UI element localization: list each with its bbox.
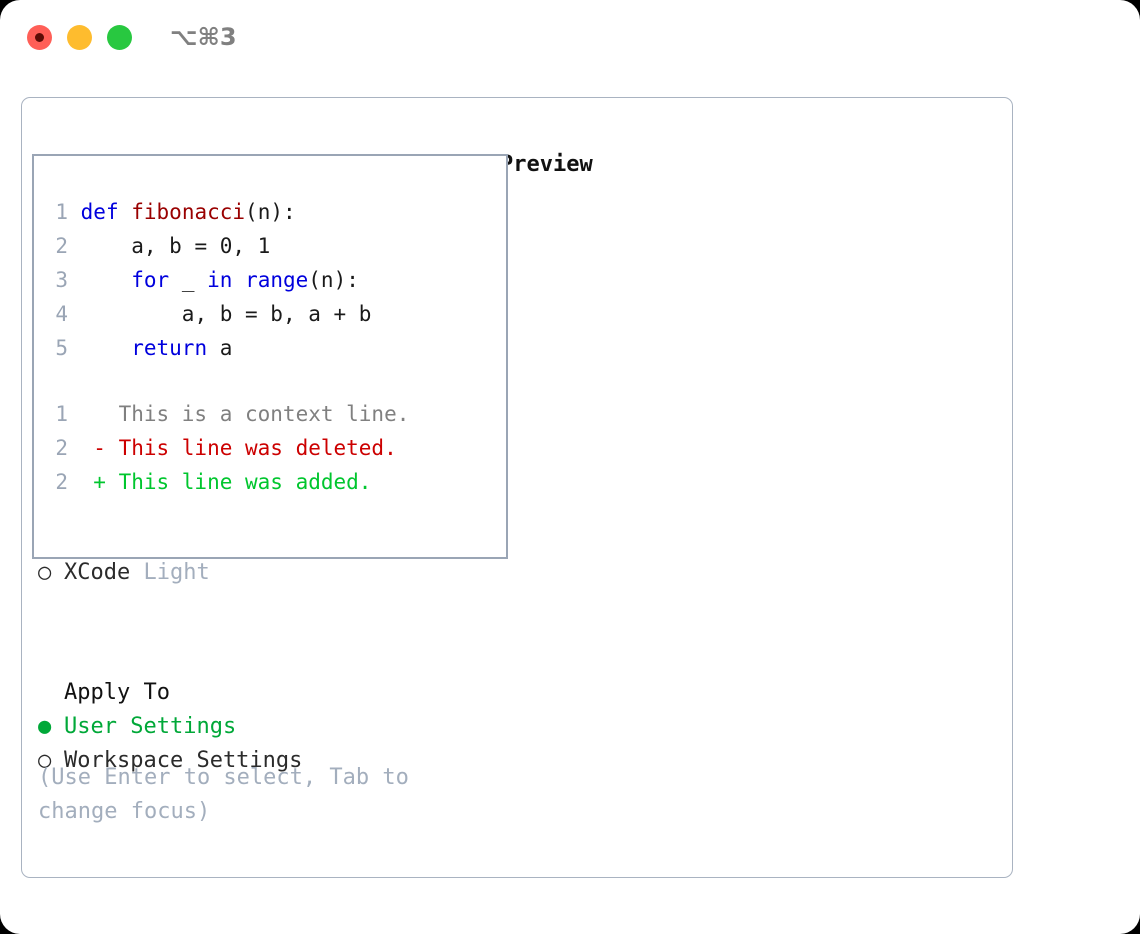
- radio-selected-icon: ●: [38, 714, 52, 739]
- diff-line-text: + This line was added.: [68, 470, 372, 494]
- code-token: a, b = b, a + b: [80, 302, 372, 326]
- minimize-window-button[interactable]: [67, 25, 92, 50]
- diff-line-number: 1: [55, 402, 68, 426]
- code-line: 5 return a: [44, 331, 494, 365]
- diff-line-number: 2: [55, 470, 68, 494]
- code-line-number: 5: [55, 336, 68, 360]
- diff-line-text: This is a context line.: [68, 402, 410, 426]
- code-token: [81, 268, 132, 292]
- code-line: 1 def fibonacci(n):: [44, 195, 494, 229]
- theme-selector-panel: > Select Theme ○ANSI Dark○Atom One Dark○…: [21, 97, 1013, 878]
- diff-line: 1 This is a context line.: [44, 397, 494, 431]
- diff-sample: 1 This is a context line.2 - This line w…: [44, 397, 494, 499]
- code-line-number: 4: [55, 302, 68, 326]
- code-token: def: [80, 200, 119, 224]
- code-token: fibonacci: [131, 200, 246, 224]
- diff-line-text: - This line was deleted.: [68, 436, 397, 460]
- code-token: [119, 200, 132, 224]
- apply-to-option-user-settings[interactable]: ● User Settings: [38, 710, 468, 744]
- radio-unselected-icon: ○: [38, 560, 52, 585]
- maximize-window-button[interactable]: [107, 25, 132, 50]
- radio-unselected-icon: ○: [38, 748, 52, 773]
- title-bar: ⌥⌘3: [0, 0, 1140, 78]
- theme-option-category: Light: [143, 560, 210, 585]
- code-token: (n):: [245, 200, 296, 224]
- theme-option-label: XCode: [64, 560, 131, 585]
- apply-to-option-workspace-settings[interactable]: ○ Workspace Settings: [38, 744, 468, 778]
- keyboard-hint-text: (Use Enter to select, Tab to change focu…: [38, 765, 409, 824]
- code-token: [232, 268, 245, 292]
- code-line: 3 for _ in range(n):: [44, 263, 494, 297]
- preview-column: Preview: [500, 148, 990, 182]
- diff-line: 2 + This line was added.: [44, 465, 494, 499]
- code-line-number: 3: [55, 268, 68, 292]
- diff-line-number: 2: [55, 436, 68, 460]
- code-line-number: 2: [55, 234, 68, 258]
- code-token: for: [131, 268, 170, 292]
- code-token: [81, 336, 132, 360]
- apply-to-option-label: Workspace Settings: [64, 748, 303, 773]
- code-token: in: [207, 268, 233, 292]
- theme-option-xcode[interactable]: ○ XCode Light: [38, 556, 468, 590]
- code-token: return: [131, 336, 208, 360]
- code-line: 4 a, b = b, a + b: [44, 297, 494, 331]
- code-line-number: 1: [55, 200, 68, 224]
- apply-to-group: Apply To ● User Settings ○ Workspace Settin…: [38, 676, 468, 778]
- code-token: a: [207, 336, 233, 360]
- keyboard-shortcut-label: ⌥⌘3: [170, 23, 237, 51]
- diff-line: 2 - This line was deleted.: [44, 431, 494, 465]
- close-icon: [35, 33, 44, 42]
- preview-heading: Preview: [500, 152, 593, 177]
- apply-to-heading: Apply To: [64, 680, 170, 705]
- code-token: (n):: [308, 268, 359, 292]
- apply-to-option-label: User Settings: [64, 714, 237, 739]
- code-token: a, b = 0, 1: [80, 234, 271, 258]
- code-line: 2 a, b = 0, 1: [44, 229, 494, 263]
- code-token: range: [245, 268, 309, 292]
- apply-to-options: ● User Settings ○ Workspace Settings: [38, 710, 468, 778]
- code-token: _: [169, 268, 208, 292]
